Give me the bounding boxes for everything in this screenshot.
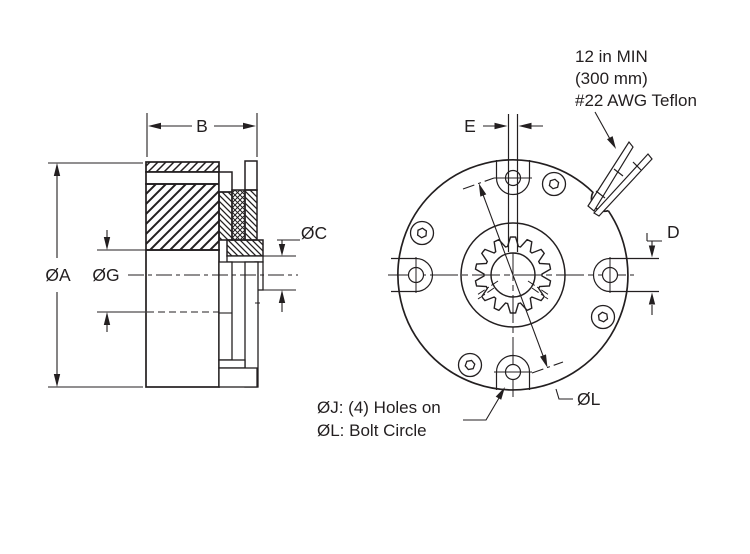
- arrow-down-icon: [53, 374, 61, 387]
- arrow-down-icon: [278, 244, 286, 256]
- dim-B-label: B: [196, 116, 208, 136]
- dim-C: [263, 239, 300, 312]
- arrow-down-icon: [103, 237, 111, 250]
- dim-L: [462, 177, 573, 400]
- dim-D-label: D: [667, 222, 680, 242]
- dim-G: [97, 230, 145, 332]
- dim-A: [48, 162, 143, 388]
- side-section-view: [48, 113, 300, 388]
- arrow-left-icon: [148, 122, 161, 130]
- wire-callout-line2: (300 mm): [575, 69, 648, 88]
- dim-B: [146, 113, 258, 157]
- bolt-hole-right: [592, 257, 659, 293]
- arrow-up-icon: [53, 163, 61, 176]
- wire-callout-line3: #22 AWG Teflon: [575, 91, 697, 110]
- arrow-right-icon: [494, 122, 508, 130]
- holes-callout-line1: ØJ: (4) Holes on: [317, 398, 441, 417]
- arrow-up-left-icon: [478, 183, 487, 197]
- hex-screw-right-lower: [590, 304, 616, 330]
- arrow-down-right-icon: [540, 354, 548, 368]
- spline-pitch-marks: [476, 280, 550, 300]
- arrow-up-icon: [648, 292, 656, 305]
- dim-E-label: E: [464, 116, 476, 136]
- holes-callout: ØJ: (4) Holes on ØL: Bolt Circle: [317, 398, 441, 440]
- dim-L-label: ØL: [577, 389, 601, 409]
- dim-C-label: ØC: [301, 223, 327, 243]
- armature-plate: [244, 160, 258, 191]
- arrow-down-right-icon: [607, 136, 616, 149]
- slit-lines: [507, 114, 519, 252]
- bolt-hole-left: [391, 257, 434, 293]
- holes-callout-line2: ØL: Bolt Circle: [317, 421, 427, 440]
- bolt-hole-bottom: [494, 354, 532, 390]
- rotor-flange-section: [218, 191, 233, 241]
- dim-D: [646, 233, 662, 315]
- arrow-up-icon: [278, 290, 286, 303]
- dim-G-label: ØG: [92, 265, 119, 285]
- front-view: [388, 111, 662, 421]
- hex-screw-bottom-left: [457, 352, 483, 378]
- coil-section: [145, 183, 220, 251]
- hex-screw-top-right: [541, 171, 567, 197]
- wire-callout-line1: 12 in MIN: [575, 47, 648, 66]
- dim-E: [483, 122, 543, 130]
- L-label-leader: [555, 388, 573, 400]
- holes-leader: [463, 387, 505, 421]
- wire-strain-ticks: [595, 161, 642, 199]
- arrow-up-icon: [103, 312, 111, 325]
- wire-callout: 12 in MIN (300 mm) #22 AWG Teflon: [575, 47, 697, 110]
- arrow-down-icon: [648, 245, 656, 258]
- lead-wires: [587, 140, 653, 217]
- hex-screw-left-upper: [409, 220, 435, 246]
- bolt-hole-top: [494, 160, 532, 196]
- arrow-right-icon: [243, 122, 256, 130]
- hub-section: [231, 189, 246, 241]
- arrow-left-icon: [518, 122, 532, 130]
- outer-rim-section: [145, 161, 220, 173]
- flange-section: [226, 239, 264, 257]
- arrow-up-right-icon: [495, 387, 505, 400]
- wire-leader: [594, 111, 616, 149]
- armature-hub-stack: [218, 160, 264, 388]
- lead-wire-2: [593, 153, 653, 217]
- dim-A-label: ØA: [45, 265, 71, 285]
